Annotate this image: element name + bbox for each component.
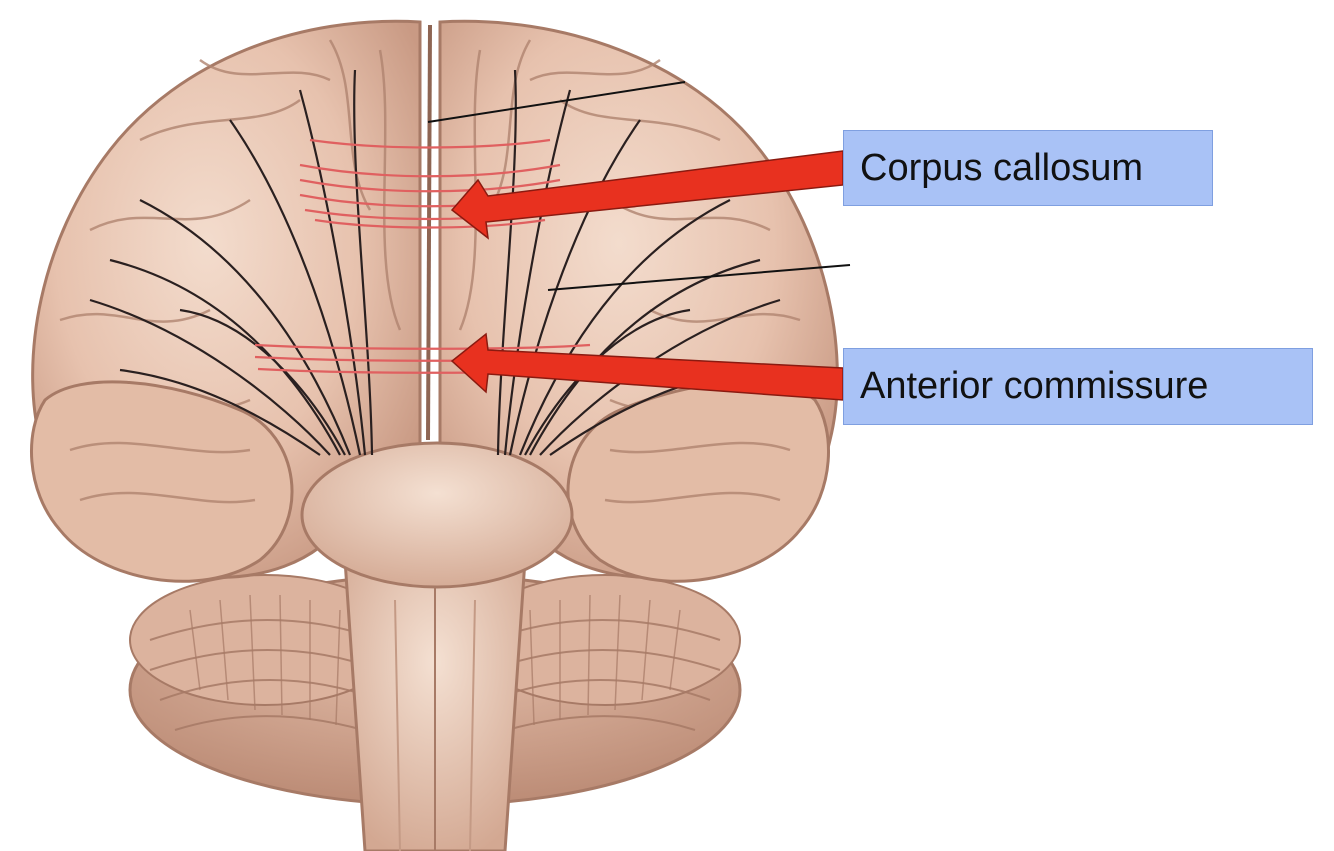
label-anterior-commissure: Anterior commissure [843, 348, 1313, 425]
cerebrum [30, 19, 839, 589]
label-corpus-callosum-text: Corpus callosum [860, 146, 1143, 189]
leader-lines [427, 81, 851, 291]
label-corpus-callosum: Corpus callosum [843, 130, 1213, 206]
label-anterior-commissure-text: Anterior commissure [860, 365, 1209, 407]
brainstem [343, 558, 527, 851]
red-arrow-icon [450, 150, 844, 240]
red-arrow-icon [450, 332, 844, 401]
